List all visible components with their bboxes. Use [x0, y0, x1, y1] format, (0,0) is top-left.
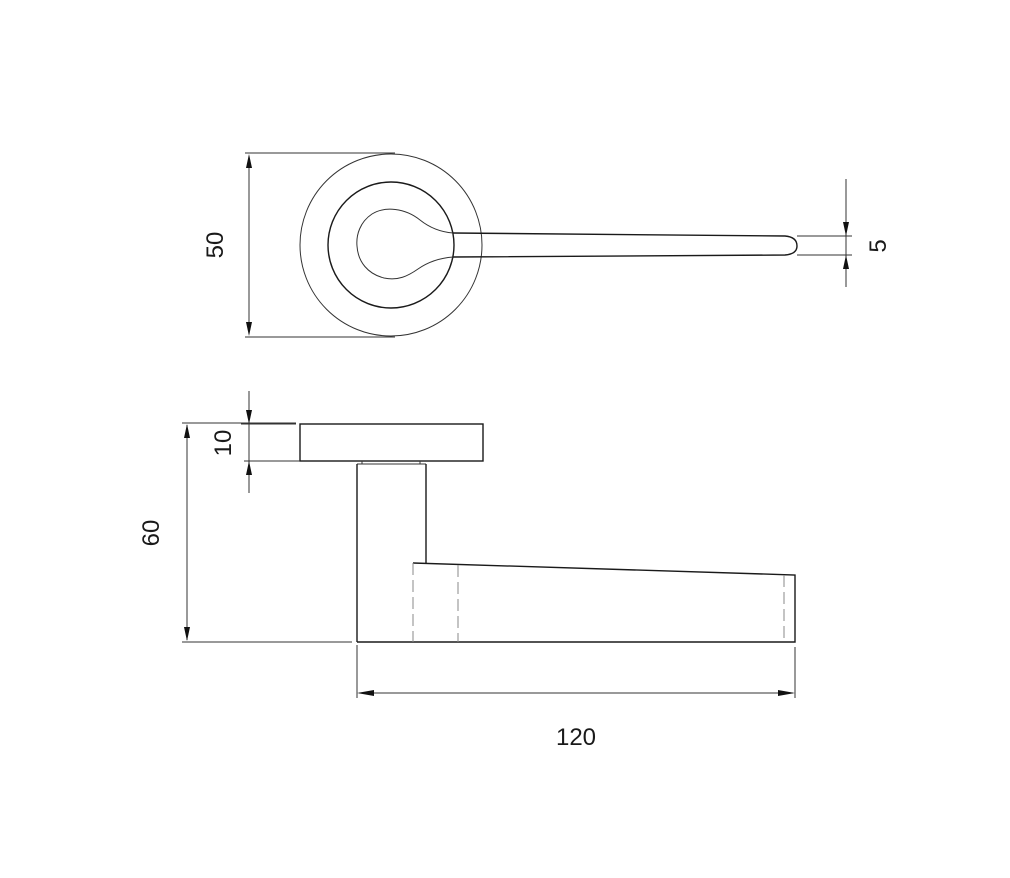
arrowhead-icon [843, 255, 849, 269]
arrowhead-icon [778, 690, 795, 696]
rose-plate [299, 423, 484, 462]
arrowhead-icon [246, 461, 252, 475]
lever-neck-outline [356, 208, 454, 280]
dimension-label-10: 10 [210, 430, 237, 457]
dimension-label-120: 120 [556, 724, 596, 751]
arrowhead-icon [184, 424, 190, 438]
arrowhead-icon [246, 410, 252, 424]
dimension-label-60: 60 [138, 520, 165, 547]
arrowhead-icon [184, 627, 190, 641]
rose-outer-circle [299, 153, 483, 337]
arrowhead-icon [357, 690, 374, 696]
top-view [245, 152, 852, 338]
dimension-label-50: 50 [202, 232, 229, 259]
arrowhead-icon [246, 322, 252, 336]
rose-inner-circle [327, 181, 455, 309]
arrowhead-icon [246, 154, 252, 168]
lever-side-outline [357, 562, 796, 643]
dimension-label-5: 5 [865, 239, 892, 252]
lever-arm-outline [452, 232, 798, 258]
arrowhead-icon [843, 222, 849, 236]
side-view [182, 391, 796, 698]
